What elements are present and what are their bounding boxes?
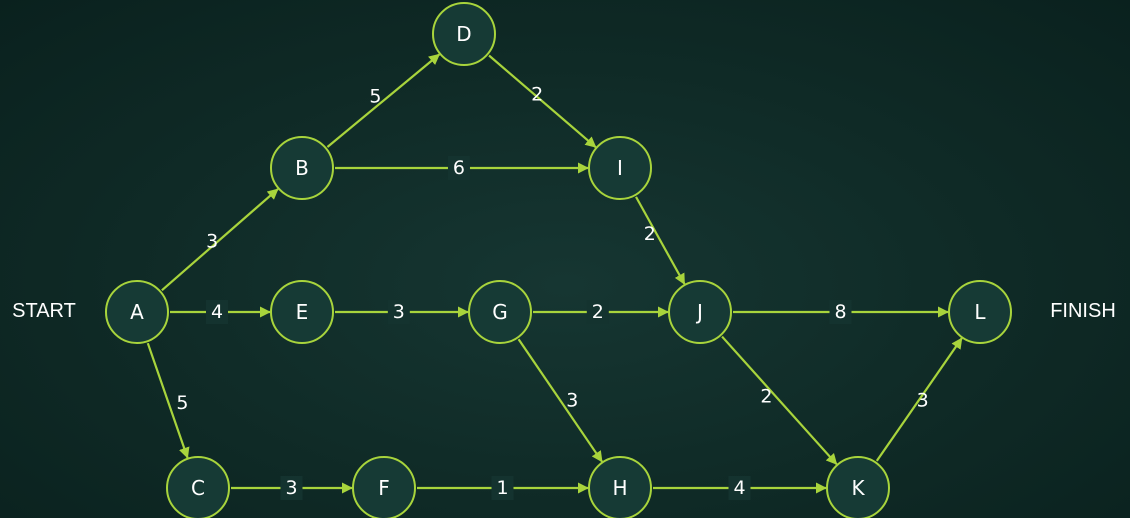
edge-i-j: 2	[635, 196, 686, 285]
finish-label: FINISH	[1050, 300, 1116, 322]
edge-weight-label: 8	[834, 301, 846, 323]
edge-weight-background	[491, 476, 514, 500]
edge-weight-label: 5	[369, 86, 381, 108]
node-k: K	[826, 456, 890, 518]
node-circle	[432, 2, 496, 66]
edge-weight-background	[728, 476, 751, 500]
edge-arrow	[721, 335, 838, 465]
edge-f-h: 1	[417, 476, 589, 500]
node-circle	[668, 280, 732, 344]
start-label: START	[12, 300, 76, 322]
node-l: L	[948, 280, 1012, 344]
edge-weight-label: 6	[453, 157, 465, 179]
edge-weight-label: 2	[760, 386, 772, 408]
node-j: J	[668, 280, 732, 344]
edge-arrow	[488, 54, 597, 148]
node-label: E	[296, 300, 309, 324]
node-label: D	[456, 22, 471, 46]
node-circle	[468, 280, 532, 344]
node-label: C	[191, 476, 205, 500]
node-b: B	[270, 136, 334, 200]
edge-g-j: 2	[533, 300, 669, 324]
edge-k-l: 3	[875, 337, 963, 462]
edge-weight-label: 4	[733, 477, 745, 499]
edge-j-k: 2	[721, 335, 838, 465]
node-c: C	[166, 456, 230, 518]
edge-a-e: 4	[170, 300, 271, 324]
edge-b-d: 5	[326, 53, 441, 148]
edge-arrow	[161, 188, 279, 292]
node-circle	[826, 456, 890, 518]
edge-weight-background	[447, 156, 470, 180]
edge-weight-label: 5	[176, 392, 188, 414]
edge-weight-background	[829, 300, 852, 324]
edge-arrow	[517, 338, 603, 463]
edge-weight-label: 3	[566, 389, 578, 411]
node-label: L	[974, 300, 986, 324]
edge-e-g: 3	[335, 300, 469, 324]
edge-weight-background	[206, 300, 228, 324]
edge-g-h: 3	[517, 338, 603, 463]
edge-weight-label: 2	[592, 301, 604, 323]
edge-j-l: 8	[733, 300, 949, 324]
node-circle	[352, 456, 416, 518]
node-g: G	[468, 280, 532, 344]
node-label: A	[130, 300, 144, 324]
edge-weight-label: 2	[531, 84, 543, 106]
node-i: I	[588, 136, 652, 200]
edge-b-i: 6	[335, 156, 589, 180]
node-circle	[270, 280, 334, 344]
node-circle	[105, 280, 169, 344]
node-a: A	[105, 280, 169, 344]
node-circle	[166, 456, 230, 518]
node-circle	[948, 280, 1012, 344]
node-d: D	[432, 2, 496, 66]
node-label: B	[295, 156, 309, 180]
edge-arrow	[635, 196, 686, 285]
node-circle	[588, 136, 652, 200]
edge-weight-label: 1	[496, 477, 508, 499]
edge-weight-label: 3	[917, 390, 929, 412]
node-circle	[588, 456, 652, 518]
edge-weight-label: 4	[211, 301, 223, 323]
node-label: F	[378, 476, 390, 500]
edge-weight-background	[387, 300, 410, 324]
node-e: E	[270, 280, 334, 344]
edge-arrow	[875, 337, 963, 462]
node-h: H	[588, 456, 652, 518]
edge-d-i: 2	[488, 54, 597, 148]
edge-weight-label: 3	[285, 477, 297, 499]
node-f: F	[352, 456, 416, 518]
node-label: G	[492, 300, 508, 324]
node-label: J	[695, 300, 703, 324]
edge-arrow	[326, 53, 441, 148]
edge-weight-label: 2	[644, 223, 656, 245]
node-label: K	[851, 476, 865, 500]
edge-c-f: 3	[231, 476, 353, 500]
edge-arrow	[146, 342, 190, 459]
edge-h-k: 4	[653, 476, 827, 500]
node-label: I	[617, 156, 623, 180]
edge-weight-label: 3	[393, 301, 405, 323]
edge-a-c: 5	[146, 342, 190, 459]
nodes-layer: A B C D E F G H I J K L	[105, 2, 1012, 518]
edge-weight-label: 3	[206, 231, 218, 253]
node-label: H	[612, 476, 627, 500]
edge-a-b: 3	[161, 188, 279, 292]
edge-weight-background	[280, 476, 303, 500]
edge-weight-background	[586, 300, 609, 324]
node-circle	[270, 136, 334, 200]
